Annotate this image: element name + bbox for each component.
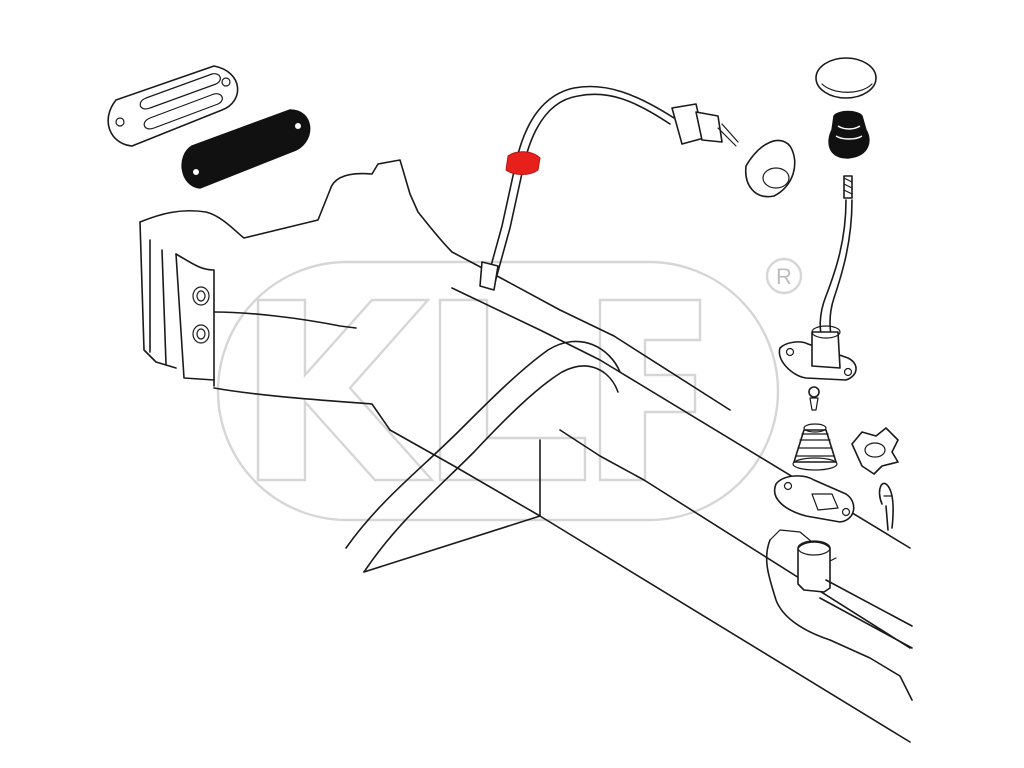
watermark-letter-k — [256, 298, 435, 482]
registered-mark — [765, 257, 803, 295]
klf-watermark: R — [216, 257, 803, 522]
watermark-frame — [216, 260, 780, 522]
shift-boot-ring — [828, 110, 870, 159]
lever-spring — [792, 423, 838, 471]
locking-pin — [878, 482, 894, 531]
cable-boot — [745, 139, 796, 198]
tunnel-cover-gasket — [181, 109, 311, 189]
registered-mark-letter: R — [776, 264, 792, 289]
shift-knob — [815, 57, 877, 99]
shift-lever — [819, 175, 853, 345]
star-knob — [851, 427, 899, 475]
throttle-cable-tube — [479, 85, 675, 291]
frame-tunnel — [139, 159, 913, 743]
watermark-letter-f — [598, 298, 702, 482]
cable-connector — [671, 103, 739, 147]
guide-plate — [773, 475, 855, 523]
shift-rod — [797, 540, 913, 649]
watermark-letter-l — [438, 298, 587, 482]
tunnel-cover-plate — [107, 65, 239, 147]
cable-clamp — [505, 151, 541, 175]
lever-base-plate — [778, 325, 857, 381]
ball-pin — [808, 386, 820, 411]
